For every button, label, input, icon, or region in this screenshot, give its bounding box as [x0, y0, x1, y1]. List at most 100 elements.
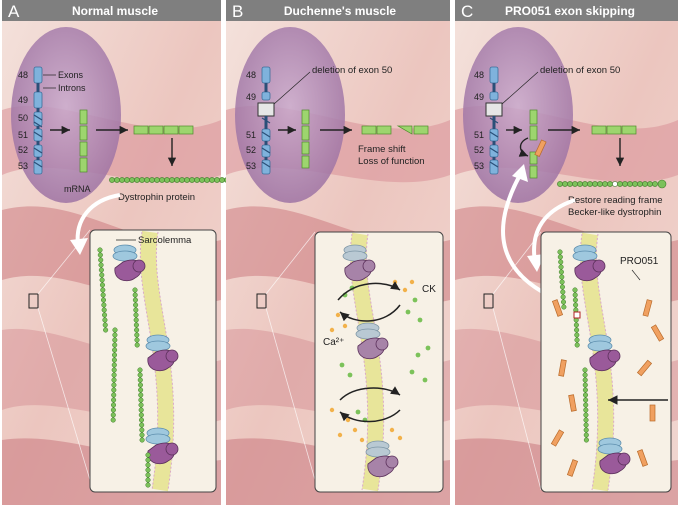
dystrophin-complexes-without-dystrophin [342, 244, 399, 478]
dystrophin-bead [98, 257, 104, 263]
panel-header [455, 0, 678, 21]
dystrophin-bead [99, 277, 105, 283]
dystrophin-bead [145, 467, 151, 473]
dystrophin-bead [111, 387, 117, 393]
dystroglycan-lobe [132, 259, 146, 273]
dystrophin-bead [132, 287, 138, 293]
dystrophin-bead [134, 337, 140, 343]
panel-letter: A [8, 2, 20, 21]
panel-letter: C [461, 2, 473, 21]
dystrophin-bead [145, 482, 151, 488]
panel-title: PRO051 exon skipping [505, 4, 635, 18]
mature-mrna [591, 125, 637, 135]
protein-bead [209, 177, 215, 183]
exon-number: 52 [246, 145, 256, 155]
dystrophin-bead [582, 392, 589, 398]
mrna-segment-broken [396, 125, 413, 135]
exon-48 [33, 66, 43, 84]
dystrophin-bead [572, 292, 578, 298]
dystrophin-bead [97, 247, 103, 253]
protein-bead [179, 177, 185, 183]
dystrophin-bead [112, 332, 118, 338]
dystrophin-bead [145, 462, 151, 468]
dystrophin-bead [557, 249, 563, 255]
dystrophin-bead [102, 312, 108, 318]
exon-number: 49 [474, 92, 484, 102]
protein-bead [169, 177, 175, 183]
exon-number: 52 [18, 145, 28, 155]
pro051-label: PRO051 [620, 256, 659, 267]
protein-bead [607, 181, 613, 187]
panel-a: A Normal muscle 48 49 50 51 52 53 Exons … [2, 0, 238, 505]
dystrophin-bead [559, 284, 566, 290]
protein-bead [184, 177, 190, 183]
sarcoglycan-complex [145, 340, 171, 352]
dystrophin-bead [112, 327, 118, 333]
dystroglycan-lobe [165, 349, 179, 363]
dystrophin-bead [138, 412, 144, 418]
exon-number-labels: 48 49 51 52 53 [246, 70, 256, 171]
gene [257, 66, 275, 175]
dystrophin-bead [112, 342, 118, 348]
mrna-segment [376, 125, 392, 135]
exon-number: 48 [18, 70, 28, 80]
dystrophin-bead [558, 269, 564, 275]
mrna-exon [79, 125, 88, 141]
protein-bead [129, 177, 135, 183]
pre-mrna [79, 109, 88, 173]
protein-bead [119, 177, 125, 183]
dystrophin-bead [100, 297, 107, 303]
protein-bead [647, 181, 653, 187]
deletion-label: deletion of exon 50 [312, 65, 392, 76]
dystrophin-bead [110, 407, 116, 413]
sarcoglycan-complex [365, 446, 391, 458]
zoom-arrow [75, 193, 121, 246]
dystrophin-bead [572, 287, 578, 293]
dystrophin-bead [111, 382, 117, 388]
protein-bead [632, 181, 638, 187]
dystrophin-bead [99, 282, 105, 288]
pro051-oligo [642, 299, 653, 317]
calcium-ion [329, 407, 335, 413]
dystrophin-bead [132, 297, 138, 303]
dystrophin-bead [133, 307, 139, 313]
dystrophin-bead [111, 357, 117, 363]
dystrophin-bead [137, 377, 143, 383]
exon-49 [33, 91, 43, 109]
deleted-exon-50-box [257, 102, 275, 117]
dystrophin-bead [560, 299, 567, 305]
pro051-oligo [551, 299, 564, 317]
ck-molecule [415, 352, 421, 358]
calcium-ion [409, 279, 415, 285]
exon-48 [261, 66, 271, 84]
exon-48 [489, 66, 499, 84]
dystrophin-bead [558, 259, 564, 265]
calcium-ion [392, 279, 398, 285]
mrna-segment [148, 125, 164, 135]
dystrophin-chains [557, 249, 589, 443]
protein-bead [199, 177, 205, 183]
dystroglycan-lobe [617, 452, 631, 466]
panel-title: Normal muscle [72, 4, 158, 18]
ck-molecule [409, 369, 415, 375]
dystroglycan-lobe [385, 455, 399, 469]
protein-bead [149, 177, 155, 183]
protein-bead [124, 177, 130, 183]
dystrophin-bead [111, 397, 117, 403]
ck-efflux-arrow [337, 281, 401, 301]
dystrophin-complexes [572, 244, 631, 475]
dystrophin-bead [111, 362, 117, 368]
dystrophin-bead [145, 477, 151, 483]
protein-bead [557, 181, 563, 187]
mature-mrna-frameshift [361, 125, 429, 135]
exons-label: Exons [58, 70, 84, 80]
protein-bead [652, 181, 658, 187]
sarcoglycan-complex [342, 250, 368, 262]
protein-bead [587, 181, 593, 187]
exon-number: 49 [246, 92, 256, 102]
protein-bead [204, 177, 210, 183]
dystrophin-bead [583, 437, 589, 443]
dystrophin-bead [574, 337, 580, 343]
pro051-oligo [649, 404, 656, 422]
mrna-segment [621, 125, 637, 135]
